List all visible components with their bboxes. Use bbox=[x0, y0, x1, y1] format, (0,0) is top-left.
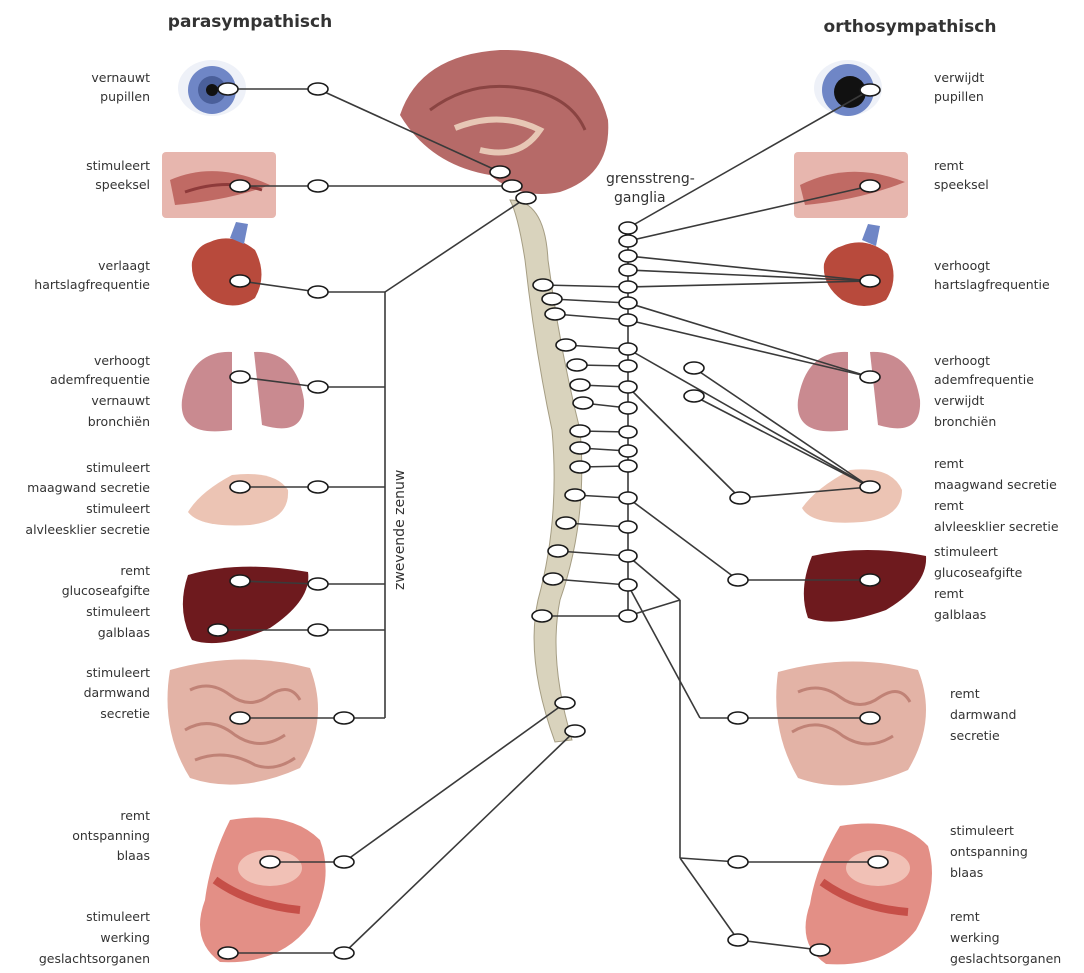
label-left-eye-1: vernauwt bbox=[91, 70, 150, 85]
label-right-lungs-4: bronchiën bbox=[934, 414, 996, 429]
label-left-lungs-4: bronchiën bbox=[88, 414, 150, 429]
sympathetic-header: orthosympathisch bbox=[824, 17, 997, 37]
parasympathetic-labels: vernauwt pupillen stimuleert speeksel ve… bbox=[25, 70, 150, 966]
heart-right-illustration bbox=[824, 224, 894, 306]
label-right-stomach-2: maagwand secretie bbox=[934, 477, 1057, 492]
label-right-heart-1: verhoogt bbox=[934, 258, 990, 273]
label-left-eye-2: pupillen bbox=[100, 89, 150, 104]
label-left-bladder-2: ontspanning bbox=[72, 828, 150, 843]
label-right-genitals-1: remt bbox=[950, 909, 980, 924]
lungs-left-illustration bbox=[182, 352, 304, 431]
label-left-genitals-3: geslachtsorganen bbox=[39, 951, 150, 966]
label-right-liver-2: glucoseafgifte bbox=[934, 565, 1023, 580]
label-right-liver-1: stimuleert bbox=[934, 544, 998, 559]
label-left-stomach-2: maagwand secretie bbox=[27, 480, 150, 495]
pelvis-left-illustration bbox=[200, 818, 326, 963]
label-left-stomach-4: alvleesklier secretie bbox=[25, 522, 150, 537]
label-left-saliva-2: speeksel bbox=[95, 177, 150, 192]
label-right-lungs-1: verhoogt bbox=[934, 353, 990, 368]
label-left-stomach-1: stimuleert bbox=[86, 460, 150, 475]
label-left-heart-1: verlaagt bbox=[98, 258, 150, 273]
label-right-stomach-3: remt bbox=[934, 498, 964, 513]
label-right-bladder-1: stimuleert bbox=[950, 823, 1014, 838]
label-right-stomach-4: alvleesklier secretie bbox=[934, 519, 1059, 534]
vagus-nerve-label: zwevende zenuw bbox=[392, 470, 408, 590]
label-left-lungs-3: vernauwt bbox=[91, 393, 150, 408]
label-right-genitals-2: werking bbox=[950, 930, 1000, 945]
pelvis-right-illustration bbox=[806, 824, 932, 965]
label-left-genitals-1: stimuleert bbox=[86, 909, 150, 924]
label-left-liver-2: glucoseafgifte bbox=[62, 583, 151, 598]
label-right-intestine-1: remt bbox=[950, 686, 980, 701]
label-right-liver-3: remt bbox=[934, 586, 964, 601]
label-left-intestine-2: darmwand bbox=[84, 685, 150, 700]
label-left-lungs-2: ademfrequentie bbox=[50, 372, 150, 387]
label-left-intestine-3: secretie bbox=[100, 706, 150, 721]
left-organs bbox=[162, 60, 326, 962]
label-left-lungs-1: verhoogt bbox=[94, 353, 150, 368]
label-right-bladder-3: blaas bbox=[950, 865, 983, 880]
nerve-nodes bbox=[208, 83, 888, 959]
label-right-genitals-3: geslachtsorganen bbox=[950, 951, 1061, 966]
label-right-heart-2: hartslagfrequentie bbox=[934, 277, 1050, 292]
label-left-liver-3: stimuleert bbox=[86, 604, 150, 619]
ganglia-label-line1: grensstreng- bbox=[606, 171, 695, 187]
label-left-genitals-2: werking bbox=[100, 930, 150, 945]
label-left-liver-1: remt bbox=[120, 563, 150, 578]
intestine-right-illustration bbox=[776, 661, 926, 785]
label-left-stomach-3: stimuleert bbox=[86, 501, 150, 516]
label-right-saliva-1: remt bbox=[934, 158, 964, 173]
label-right-eye-1: verwijdt bbox=[934, 70, 984, 85]
label-left-saliva-1: stimuleert bbox=[86, 158, 150, 173]
label-left-bladder-3: blaas bbox=[117, 848, 150, 863]
label-right-liver-4: galblaas bbox=[934, 607, 986, 622]
label-left-bladder-1: remt bbox=[120, 808, 150, 823]
label-right-intestine-3: secretie bbox=[950, 728, 1000, 743]
salivary-left-illustration bbox=[162, 152, 276, 218]
sympathetic-labels: verwijdt pupillen remt speeksel verhoogt… bbox=[934, 70, 1061, 966]
label-right-bladder-2: ontspanning bbox=[950, 844, 1028, 859]
label-right-lungs-2: ademfrequentie bbox=[934, 372, 1034, 387]
label-left-liver-4: galblaas bbox=[98, 625, 150, 640]
label-right-saliva-2: speeksel bbox=[934, 177, 989, 192]
label-right-stomach-1: remt bbox=[934, 456, 964, 471]
salivary-right-illustration bbox=[794, 152, 908, 218]
right-organs bbox=[776, 60, 932, 964]
label-right-eye-2: pupillen bbox=[934, 89, 984, 104]
heart-left-illustration bbox=[192, 222, 262, 306]
parasympathetic-header: parasympathisch bbox=[168, 12, 332, 32]
label-right-intestine-2: darmwand bbox=[950, 707, 1016, 722]
label-left-heart-2: hartslagfrequentie bbox=[34, 277, 150, 292]
ganglia-label-line2: ganglia bbox=[614, 190, 666, 206]
label-right-lungs-3: verwijdt bbox=[934, 393, 984, 408]
label-left-intestine-1: stimuleert bbox=[86, 665, 150, 680]
